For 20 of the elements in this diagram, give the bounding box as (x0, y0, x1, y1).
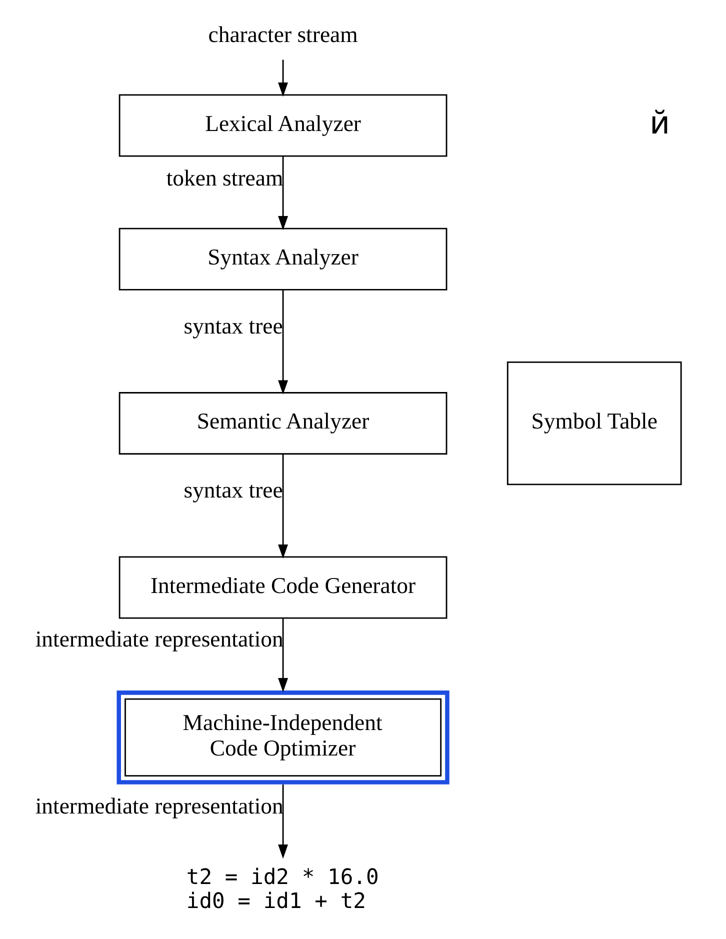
edge-label: syntax tree (184, 314, 283, 338)
node-box: Lexical Analyzer (118, 94, 448, 157)
arrow (278, 784, 288, 859)
node-box: Machine-Independent Code Optimizer (116, 690, 450, 784)
edge-label: intermediate representation (35, 626, 284, 652)
node-box: Symbol Table (506, 361, 682, 486)
arrow (278, 290, 288, 394)
label: й (650, 105, 670, 142)
node-box: Intermediate Code Generator (118, 556, 448, 619)
edge-label: token stream (166, 165, 284, 190)
arrow (278, 60, 288, 97)
edge-label: syntax tree (184, 478, 283, 503)
arrow (278, 454, 288, 559)
arrow (278, 156, 288, 230)
edge-label: intermediate representation (35, 793, 284, 818)
node-box: Semantic Analyzer (118, 392, 448, 455)
arrow (278, 618, 288, 692)
node-text: character stream (208, 22, 358, 48)
node-box: Syntax Analyzer (118, 228, 448, 290)
node-text: t2 = id2 * 16.0 id0 = id1 + t2 (186, 864, 379, 914)
